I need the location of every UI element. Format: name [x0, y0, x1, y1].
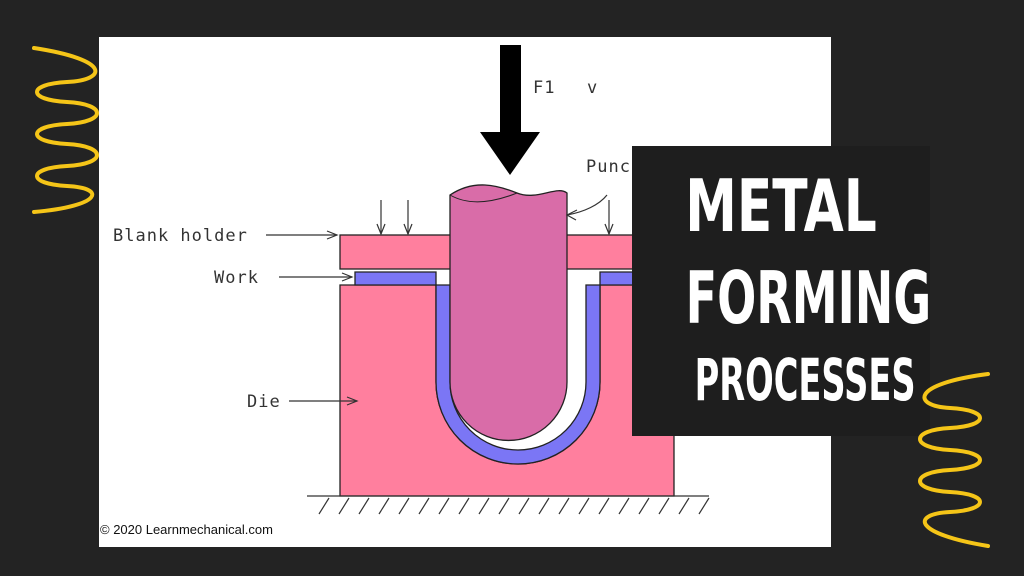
blank-holder-label: Blank holder — [113, 226, 248, 246]
punch — [449, 184, 568, 442]
title-line-1: METAL — [685, 164, 877, 248]
title-line-2: FORMING — [685, 256, 932, 340]
title-line-3: PROCESSES — [694, 346, 916, 414]
squiggle-icon — [32, 46, 99, 214]
punch-top-edge — [449, 192, 518, 203]
leader-lines — [266, 194, 608, 406]
ground-hatching — [307, 495, 710, 515]
title-box: METAL FORMING PROCESSES — [632, 146, 932, 436]
velocity-label: v — [587, 78, 598, 98]
force-label: F1 — [533, 78, 555, 98]
die-label: Die — [247, 392, 281, 412]
copyright-notice: © 2020 Learnmechanical.com — [100, 522, 273, 537]
holder-force-arrows — [376, 200, 614, 236]
force-arrow-icon — [480, 45, 540, 175]
punch-label: Punc — [586, 157, 631, 177]
deep-drawing-diagram: F1 v Punc Blank holder Work Die — [113, 45, 710, 515]
squiggle-icon — [918, 372, 990, 548]
work-label: Work — [214, 268, 259, 288]
